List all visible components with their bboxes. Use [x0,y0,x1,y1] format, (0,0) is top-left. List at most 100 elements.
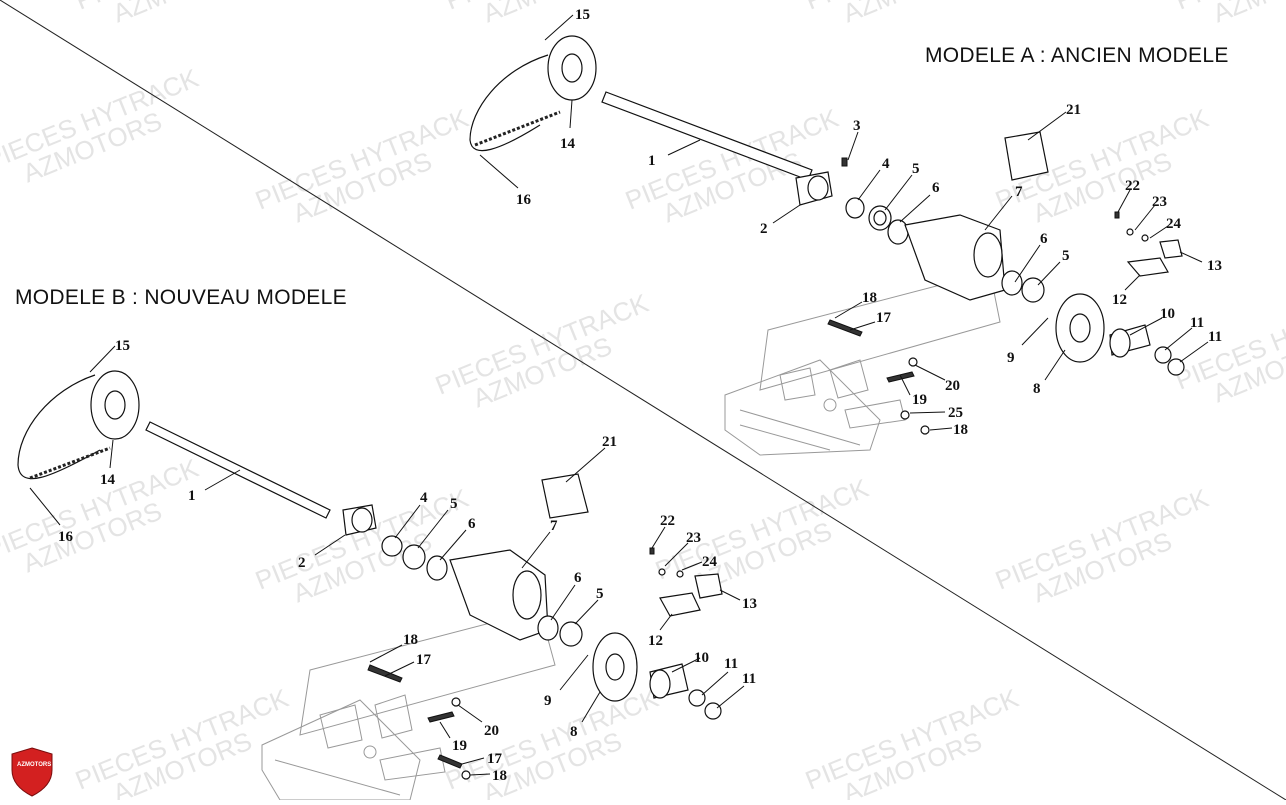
callout-b-19: 19 [452,738,467,754]
brake-disc-hub [605,653,625,681]
watermark-line2: AZMOTORS [479,0,626,28]
clamp-part [659,592,701,617]
seal-part [381,535,403,557]
callout-b-8: 8 [570,724,578,740]
callout-a-13: 13 [1207,258,1222,274]
nut-part [900,410,910,420]
washer-part [461,770,471,780]
callout-a-10: 10 [1160,306,1175,322]
callout-a-6b: 6 [1040,231,1048,247]
watermark-line2: AZMOTORS [1209,0,1286,28]
housing-bore [973,232,1003,278]
bolt-part [367,664,403,683]
nut-part [451,697,461,707]
callout-b-7: 7 [550,518,558,534]
shield-icon [11,747,53,797]
callout-a-16: 16 [516,192,532,208]
flange-center [351,507,373,533]
azmotors-logo: AZMOTORS [11,747,53,797]
bolt-part [841,157,848,167]
callout-b-17: 17 [416,652,432,668]
callout-b-18b: 18 [492,768,507,784]
bearing-part [559,621,583,647]
nut-part [688,689,706,707]
callout-a-24: 24 [1166,216,1182,232]
sprocket-hub [104,390,126,420]
logo-label: AZMOTORS [17,762,51,768]
callout-a-8: 8 [1033,381,1041,397]
callout-a-2: 2 [760,221,768,237]
callout-b-11: 11 [724,656,738,672]
washer-part [1126,228,1134,236]
callout-b-23: 23 [686,530,701,546]
model-b-frame-sketch [261,609,556,801]
callout-a-21: 21 [1066,102,1081,118]
callout-b-1: 1 [188,488,196,504]
callout-b-6b: 6 [574,570,582,586]
callout-a-5: 5 [912,161,920,177]
bearing-part [887,219,909,245]
callout-b-16: 16 [58,529,74,545]
callout-a-11b: 11 [1208,329,1222,345]
seal-part [845,197,865,219]
wheel-hub-face [649,669,671,699]
callout-b-18: 18 [403,632,418,648]
callout-a-1: 1 [648,153,656,169]
chain-links [29,446,111,480]
bearing-part [537,615,559,641]
callout-a-19: 19 [912,392,927,408]
model-a-frame-sketch [724,271,1001,456]
callout-a-22: 22 [1125,178,1140,194]
bolt-part [437,754,463,769]
sprocket-hub [561,53,583,83]
screw-part [1114,211,1120,219]
bearing-part [426,555,448,581]
chain-part [469,54,549,152]
callout-a-6: 6 [932,180,940,196]
callout-a-14: 14 [560,136,576,152]
washer-part [1141,234,1149,242]
bolt-part [827,319,863,337]
chain-links [474,110,561,147]
model-a-title: MODELE A : ANCIEN MODELE [925,44,1229,67]
clamp-part [1126,257,1169,277]
caliper-part [694,573,723,599]
callout-b-21: 21 [602,434,617,450]
callout-b-11b: 11 [742,671,756,687]
model-b-diagram: 15 14 16 1 2 4 5 6 21 7 22 23 24 13 6 5 … [17,338,757,801]
nut-part [1154,346,1172,364]
callout-a-25: 25 [948,405,963,421]
bolt-part [427,711,455,723]
callout-b-24: 24 [702,554,718,570]
wheel-hub-face [1109,328,1131,358]
callout-b-5: 5 [450,496,458,512]
callout-b-6: 6 [468,516,476,532]
chain-part [17,374,101,480]
washer-part [676,570,684,578]
callout-a-9: 9 [1007,350,1015,366]
callout-b-9: 9 [544,693,552,709]
nut-part [704,702,722,720]
callout-b-14: 14 [100,472,116,488]
callout-b-5b: 5 [596,586,604,602]
callout-a-5b: 5 [1062,248,1070,264]
callout-a-3: 3 [853,118,861,134]
axle-part [145,421,331,519]
bearing-part [402,544,426,570]
caliper-part [1159,239,1183,259]
spacer-part [541,473,589,519]
spacer-part [1004,131,1049,181]
callout-b-12: 12 [648,633,663,649]
washer-part [920,425,930,435]
callout-b-20: 20 [484,723,499,739]
callout-a-17: 17 [876,310,892,326]
callout-a-4: 4 [882,156,890,172]
callout-a-12: 12 [1112,292,1127,308]
flange-center [807,175,829,201]
callout-a-15: 15 [575,7,590,23]
callout-b-17b: 17 [487,751,503,767]
nut-part [1167,358,1185,376]
watermark-line2: AZMOTORS [839,0,986,28]
